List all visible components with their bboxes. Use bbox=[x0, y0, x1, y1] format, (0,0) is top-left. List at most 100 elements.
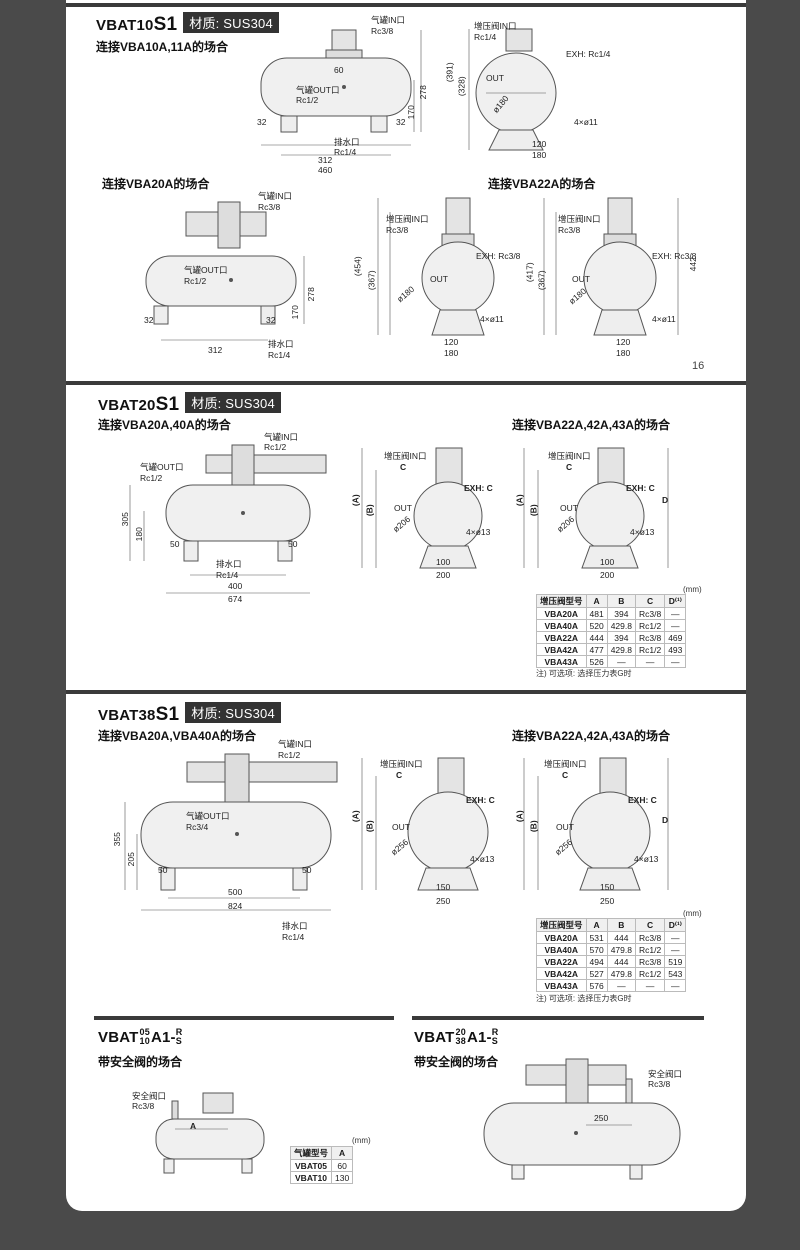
unit-label-4: (mm) bbox=[352, 1136, 371, 1145]
dim-150-8: 150 bbox=[600, 882, 615, 892]
table-cell: 520 bbox=[585, 619, 608, 632]
title-base: VBAT bbox=[98, 1028, 139, 1046]
dim-442: 442 bbox=[687, 257, 698, 272]
dim-170: 170 bbox=[405, 105, 416, 120]
label-out-b2: OUT bbox=[430, 274, 448, 284]
col-header: A bbox=[331, 1146, 354, 1160]
side-drawing-vbat20-b bbox=[523, 447, 669, 569]
dim-200-5: 200 bbox=[600, 570, 615, 580]
table-cell: 494 bbox=[585, 955, 608, 968]
col-header: D⁽¹⁾ bbox=[664, 918, 687, 932]
dim-824: 824 bbox=[228, 901, 243, 911]
label-in-port: 气罐IN口 bbox=[371, 15, 406, 25]
dim-150-7: 150 bbox=[436, 882, 451, 892]
table-cell: 479.8 bbox=[606, 967, 636, 980]
dim-170-2: 170 bbox=[289, 305, 300, 320]
material-badge: 材质: SUS304 bbox=[183, 12, 279, 33]
label-in-rc-2: Rc3/8 bbox=[258, 202, 281, 212]
label-boost-in-7: 增压阀IN口 bbox=[380, 759, 423, 769]
unit-label-2: (mm) bbox=[683, 585, 702, 594]
table-cell: VBA43A bbox=[536, 979, 587, 992]
dim-50-left: 50 bbox=[170, 539, 180, 549]
table-cell: VBA40A bbox=[536, 943, 587, 956]
section-rule-4a bbox=[94, 1016, 394, 1020]
subtitle-vba22: 连接VBA22A的场合 bbox=[488, 177, 596, 191]
title-s: S bbox=[175, 1036, 182, 1046]
label-c-4: C bbox=[400, 462, 407, 472]
label-holes-b: 4×ø11 bbox=[480, 314, 504, 324]
dim-50-left-6: 50 bbox=[158, 865, 168, 875]
dim-205: 205 bbox=[125, 852, 136, 867]
title-mid: A1- bbox=[150, 1028, 176, 1046]
table-cell: 527 bbox=[585, 967, 608, 980]
dim-355: 355 bbox=[111, 832, 122, 847]
title-suffix: S1 bbox=[155, 394, 180, 415]
dim-674: 674 bbox=[228, 594, 243, 604]
dim-100-4: 100 bbox=[436, 557, 451, 567]
dim-180-b: 180 bbox=[444, 348, 459, 358]
label-safety-rc-r: Rc3/8 bbox=[648, 1079, 671, 1089]
label-in-port-2: 气罐IN口 bbox=[258, 191, 293, 201]
side-drawing-vbat20-a bbox=[361, 447, 483, 569]
section-rule bbox=[66, 3, 746, 7]
table-cell: Rc3/8 bbox=[634, 631, 666, 644]
dim-32-left: 32 bbox=[257, 117, 267, 127]
table-cell: 429.8 bbox=[606, 643, 636, 656]
label-exh: EXH: Rc1/4 bbox=[566, 49, 611, 59]
title-s: S bbox=[491, 1036, 498, 1046]
table-cell: 576 bbox=[585, 979, 608, 992]
label-exh-7: EXH: C bbox=[466, 795, 495, 805]
label-boost-in: 增压阀IN口 bbox=[474, 21, 517, 31]
table-cell: — bbox=[664, 619, 687, 632]
table-cell: — bbox=[664, 607, 687, 620]
table-cell: VBA22A bbox=[536, 631, 587, 644]
material-badge: 材质: SUS304 bbox=[185, 392, 281, 413]
dim-32-left-2: 32 bbox=[144, 315, 154, 325]
dim-b-7: (B) bbox=[364, 820, 375, 833]
table-cell: VBA42A bbox=[536, 967, 587, 980]
label-drain-rc-3: Rc1/4 bbox=[216, 570, 239, 580]
label-drain-port: 排水口 bbox=[334, 137, 360, 147]
subtitle-safety-left: 带安全阀的场合 bbox=[98, 1055, 183, 1069]
label-in-rc-6: Rc1/2 bbox=[278, 750, 301, 760]
col-header: 增压阀型号 bbox=[536, 918, 587, 932]
label-safety-rc: Rc3/8 bbox=[132, 1101, 155, 1111]
table-header-row: 增压阀型号 A B C D⁽¹⁾ bbox=[536, 594, 687, 608]
dim-100-5: 100 bbox=[600, 557, 615, 567]
label-drain-port-2: 排水口 bbox=[268, 339, 294, 349]
label-exh-4: EXH: C bbox=[464, 483, 493, 493]
label-safety-port-r: 安全阀口 bbox=[648, 1069, 683, 1079]
label-out-5: OUT bbox=[560, 503, 578, 513]
label-drain-rc-2: Rc1/4 bbox=[268, 350, 291, 360]
dim-32-right-2: 32 bbox=[266, 315, 276, 325]
table-cell: 477 bbox=[585, 643, 608, 656]
table-cell: 469 bbox=[664, 631, 687, 644]
dim-a-4: (A) bbox=[350, 494, 361, 507]
side-drawing-vbat38-a bbox=[361, 757, 489, 891]
table-cell: Rc1/2 bbox=[634, 967, 666, 980]
table-cell: 531 bbox=[585, 931, 608, 944]
label-out-rc-6: Rc3/4 bbox=[186, 822, 209, 832]
label-drain-rc: Rc1/4 bbox=[334, 147, 357, 157]
col-header: A bbox=[585, 918, 608, 932]
title-suffix: S1 bbox=[155, 704, 180, 725]
table-cell: Rc3/8 bbox=[634, 607, 666, 620]
table-cell: VBA20A bbox=[536, 931, 587, 944]
table-header-row: 增压阀型号 A B C D⁽¹⁾ bbox=[536, 918, 687, 932]
dim-417: (417) bbox=[524, 262, 535, 283]
side-drawing-vba22-b bbox=[543, 197, 679, 336]
dim-278-2: 278 bbox=[305, 287, 316, 302]
label-drain-port-6: 排水口 bbox=[282, 921, 308, 931]
table-cell: 444 bbox=[585, 631, 608, 644]
table-cell: 543 bbox=[664, 967, 687, 980]
label-exh-8: EXH: C bbox=[628, 795, 657, 805]
table-cell: 429.8 bbox=[606, 619, 636, 632]
